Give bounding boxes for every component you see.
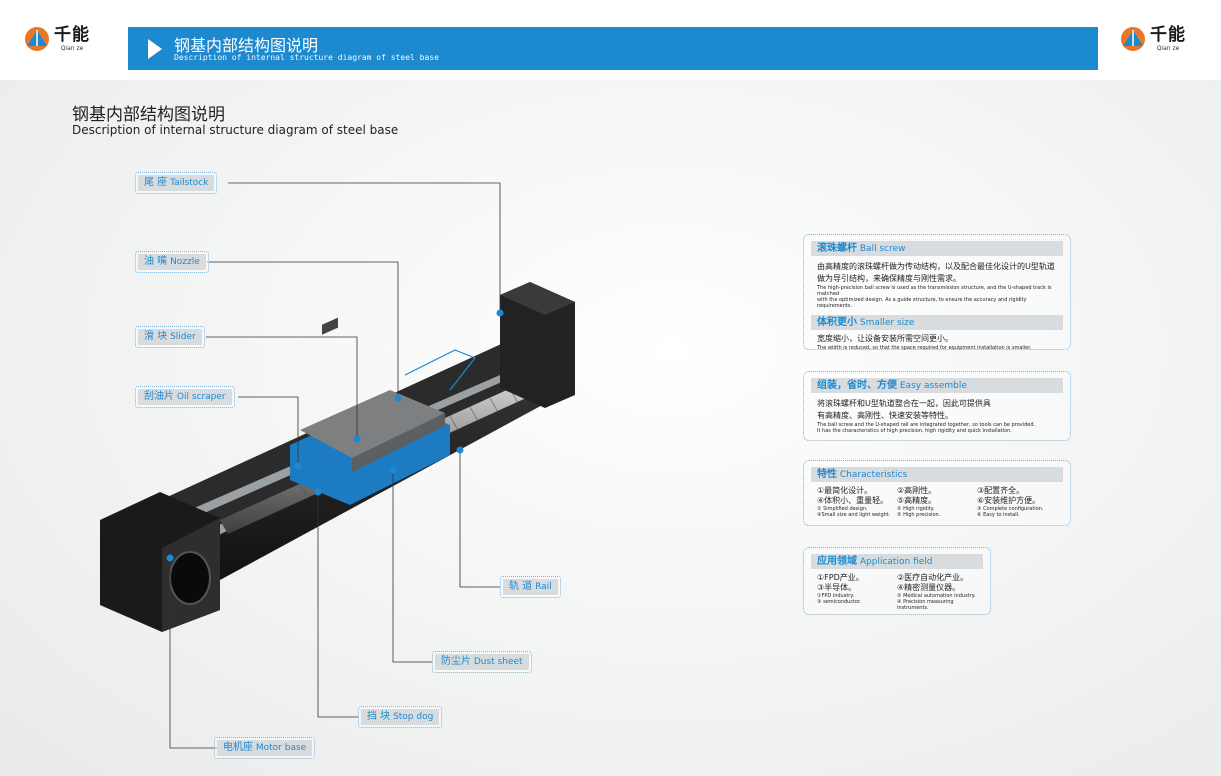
header-banner: 钢基内部结构图说明 Description of internal struct…	[128, 27, 1098, 70]
brand-mark-icon	[25, 27, 49, 51]
panel-characteristics: 特性 Characteristics ①最简化设计。 ②高刚性。 ③配置齐全。 …	[803, 460, 1071, 526]
page-title: 钢基内部结构图说明	[72, 105, 225, 125]
brand-logo-left[interactable]: 千能 Qian ze	[24, 26, 90, 52]
brand-mark-icon	[1121, 27, 1145, 51]
linear-module-illustration	[100, 282, 575, 632]
page-subtitle: Description of internal structure diagra…	[72, 123, 399, 137]
label-nozzle: 油 嘴 Nozzle	[135, 251, 209, 273]
brand-name: 千能	[1150, 24, 1186, 45]
banner-title: 钢基内部结构图说明	[174, 36, 319, 55]
brand-subname: Qian ze	[60, 44, 84, 52]
label-tailstock: 尾 座 Tailstock	[135, 172, 218, 194]
panel-easy-assemble: 组装，省时、方便 Easy assemble 将滚珠螺杆和U型轨道整合在一起，因…	[803, 371, 1071, 441]
banner-subtitle: Description of internal structure diagra…	[174, 53, 439, 62]
brand-logo-right[interactable]: 千能 Qian ze	[1120, 26, 1186, 52]
label-oil-scraper: 刮油片 Oil scraper	[135, 386, 235, 408]
panel-ball-screw: 滚珠螺杆 Ball screw 由高精度的滚珠螺杆做为传动结构，以及配合最佳化设…	[803, 234, 1071, 351]
label-slider: 滑 块 Slider	[135, 326, 205, 348]
panel-application-field: 应用领域 Application field ①FPD产业。 ②医疗自动化产业。…	[803, 547, 991, 615]
brand-name: 千能	[54, 24, 90, 45]
play-triangle-icon	[148, 39, 162, 59]
label-motor-base: 电机座 Motor base	[214, 737, 316, 759]
label-stop-dog: 挡 块 Stop dog	[358, 706, 443, 728]
brand-subname: Qian ze	[1156, 44, 1180, 52]
header-bar: 千能 Qian ze 钢基内部结构图说明 Description of inte…	[0, 0, 1221, 80]
label-dust-sheet: 防尘片 Dust sheet	[432, 651, 532, 673]
label-rail: 轨 道 Rail	[500, 576, 561, 598]
tailstock	[500, 282, 575, 408]
